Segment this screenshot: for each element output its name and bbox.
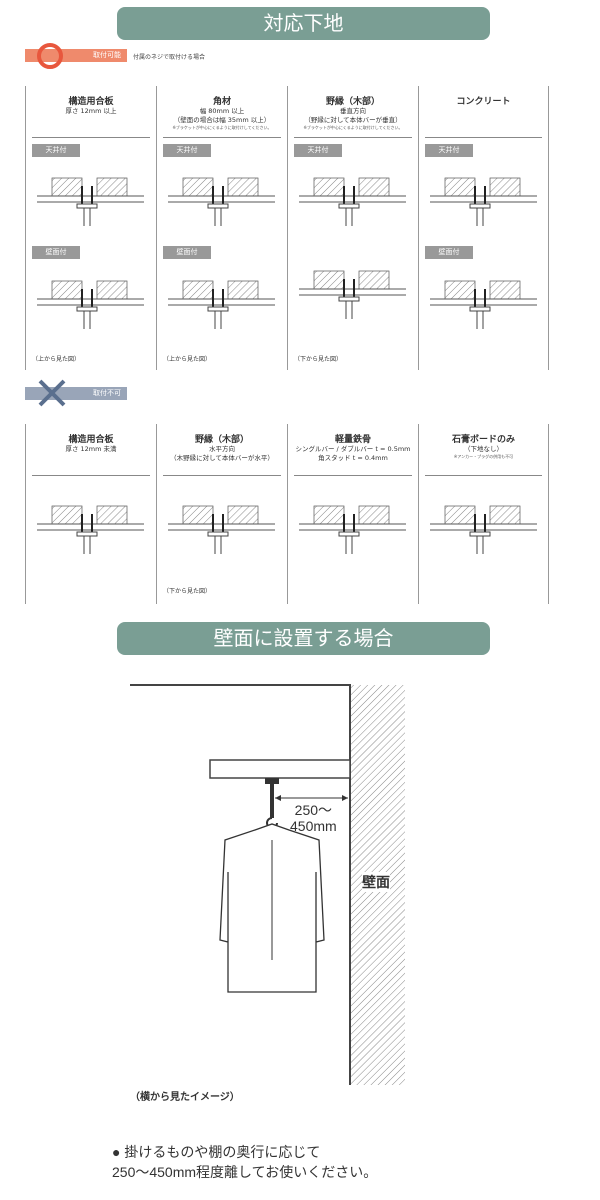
- column-title: 構造用合板: [68, 435, 114, 445]
- ceiling-mount-label: 天井付: [163, 144, 211, 157]
- view-caption: （下から見た図）: [294, 356, 343, 363]
- column-title: コンクリート: [456, 97, 511, 107]
- ok-column-2: 野縁（木部） 垂直方向（野縁に対して本体バーが垂直） ※ブラケットが中心にくるよ…: [287, 86, 418, 370]
- view-caption: （下から見た図）: [163, 588, 212, 595]
- column-header: 構造用合板 厚さ 12mm 以上: [32, 86, 150, 138]
- ng-column-3: 石膏ボードのみ （下地なし） ※アンカー・プラグの併用も不可: [418, 424, 549, 604]
- ceiling-mount-label: 天井付: [425, 144, 473, 157]
- ceiling-mount-diagram: [37, 177, 144, 226]
- ceiling-mount-label: 天井付: [32, 144, 80, 157]
- wall-label: 壁面: [362, 872, 390, 892]
- column-subtitle: シングルバー / ダブルバー t = 0.5mm: [295, 445, 411, 453]
- wall-mount-diagram: [430, 280, 537, 329]
- circle-ok-icon: [37, 43, 63, 69]
- side-view-caption: （横から見たイメージ）: [130, 1092, 240, 1103]
- wall-mount-side-diagram: [130, 684, 405, 1085]
- ceiling-mount-diagram: [37, 505, 144, 554]
- section-title-supported-bases: 対応下地: [117, 7, 490, 40]
- column-header: コンクリート: [425, 86, 542, 138]
- ceiling-mount-diagram: [168, 177, 275, 226]
- column-subtitle: 角スタッド t = 0.4mm: [318, 454, 388, 462]
- section-title-wall-mount: 壁面に設置する場合: [117, 622, 490, 655]
- column-subtitle: 垂直方向: [340, 107, 366, 115]
- distance-label: 250～450mm: [290, 802, 337, 834]
- cross-ng-icon: [38, 379, 66, 407]
- column-subtitle: 水平方向: [209, 445, 235, 453]
- column-subtitle: （下地なし）: [464, 445, 503, 453]
- column-subtitle: （木野縁に対して本体バーが水平）: [170, 454, 274, 462]
- column-header: 野縁（木部） 垂直方向（野縁に対して本体バーが垂直） ※ブラケットが中心にくるよ…: [294, 86, 412, 138]
- wall-mount-label: 壁面付: [425, 246, 473, 259]
- column-title: 野縁（木部）: [325, 97, 380, 107]
- view-caption: （上から見た図）: [32, 356, 81, 363]
- ceiling-mount-label: 天井付: [294, 144, 342, 157]
- column-title: 構造用合板: [68, 97, 114, 107]
- column-title: 野縁（木部）: [194, 435, 249, 445]
- column-header: 石膏ボードのみ （下地なし） ※アンカー・プラグの併用も不可: [425, 424, 542, 476]
- column-note: ※アンカー・プラグの併用も不可: [453, 454, 514, 459]
- column-header: 野縁（木部） 水平方向（木野縁に対して本体バーが水平）: [163, 424, 281, 476]
- column-title: 石膏ボードのみ: [451, 435, 515, 445]
- column-subtitle: 幅 80mm 以上: [199, 107, 245, 115]
- column-header: 構造用合板 厚さ 12mm 未満: [32, 424, 150, 476]
- wall-mount-label: 壁面付: [163, 246, 211, 259]
- mountable-note: 付属のネジで取付ける場合: [133, 54, 206, 61]
- column-subtitle: （壁面の場合は幅 35mm 以上）: [173, 116, 271, 124]
- column-subtitle: 厚さ 12mm 以上: [65, 107, 117, 115]
- ceiling-mount-diagram: [299, 177, 406, 226]
- ng-column-0: 構造用合板 厚さ 12mm 未満: [25, 424, 156, 604]
- ng-column-1: 野縁（木部） 水平方向（木野縁に対して本体バーが水平） （下から見た図）: [156, 424, 287, 604]
- wall-mount-diagram: [168, 280, 275, 329]
- ceiling-mount-diagram: [299, 505, 406, 554]
- ceiling-mount-diagram: [168, 505, 275, 554]
- ceiling-mount-diagram: [430, 177, 537, 226]
- column-subtitle: 厚さ 12mm 未満: [65, 445, 117, 453]
- column-note: ※ブラケットが中心にくるように取付けしてください。: [172, 125, 272, 130]
- wall-mount-label: 壁面付: [32, 246, 80, 259]
- view-caption: （上から見た図）: [163, 356, 212, 363]
- column-title: 角材: [212, 97, 231, 107]
- wall-mount-diagram: [37, 280, 144, 329]
- ceiling-mount-diagram: [430, 505, 537, 554]
- column-header: 角材 幅 80mm 以上（壁面の場合は幅 35mm 以上） ※ブラケットが中心に…: [163, 86, 281, 138]
- column-title: 軽量鉄骨: [334, 435, 371, 445]
- ok-column-1: 角材 幅 80mm 以上（壁面の場合は幅 35mm 以上） ※ブラケットが中心に…: [156, 86, 287, 370]
- ok-column-0: 構造用合板 厚さ 12mm 以上 天井付 壁面付 （上から見た図）: [25, 86, 156, 370]
- bottom-view-diagram: [299, 270, 406, 319]
- ok-column-3: コンクリート 天井付 壁面付: [418, 86, 549, 370]
- column-subtitle: （野縁に対して本体バーが垂直）: [304, 116, 402, 124]
- column-note: ※ブラケットが中心にくるように取付けしてください。: [303, 125, 403, 130]
